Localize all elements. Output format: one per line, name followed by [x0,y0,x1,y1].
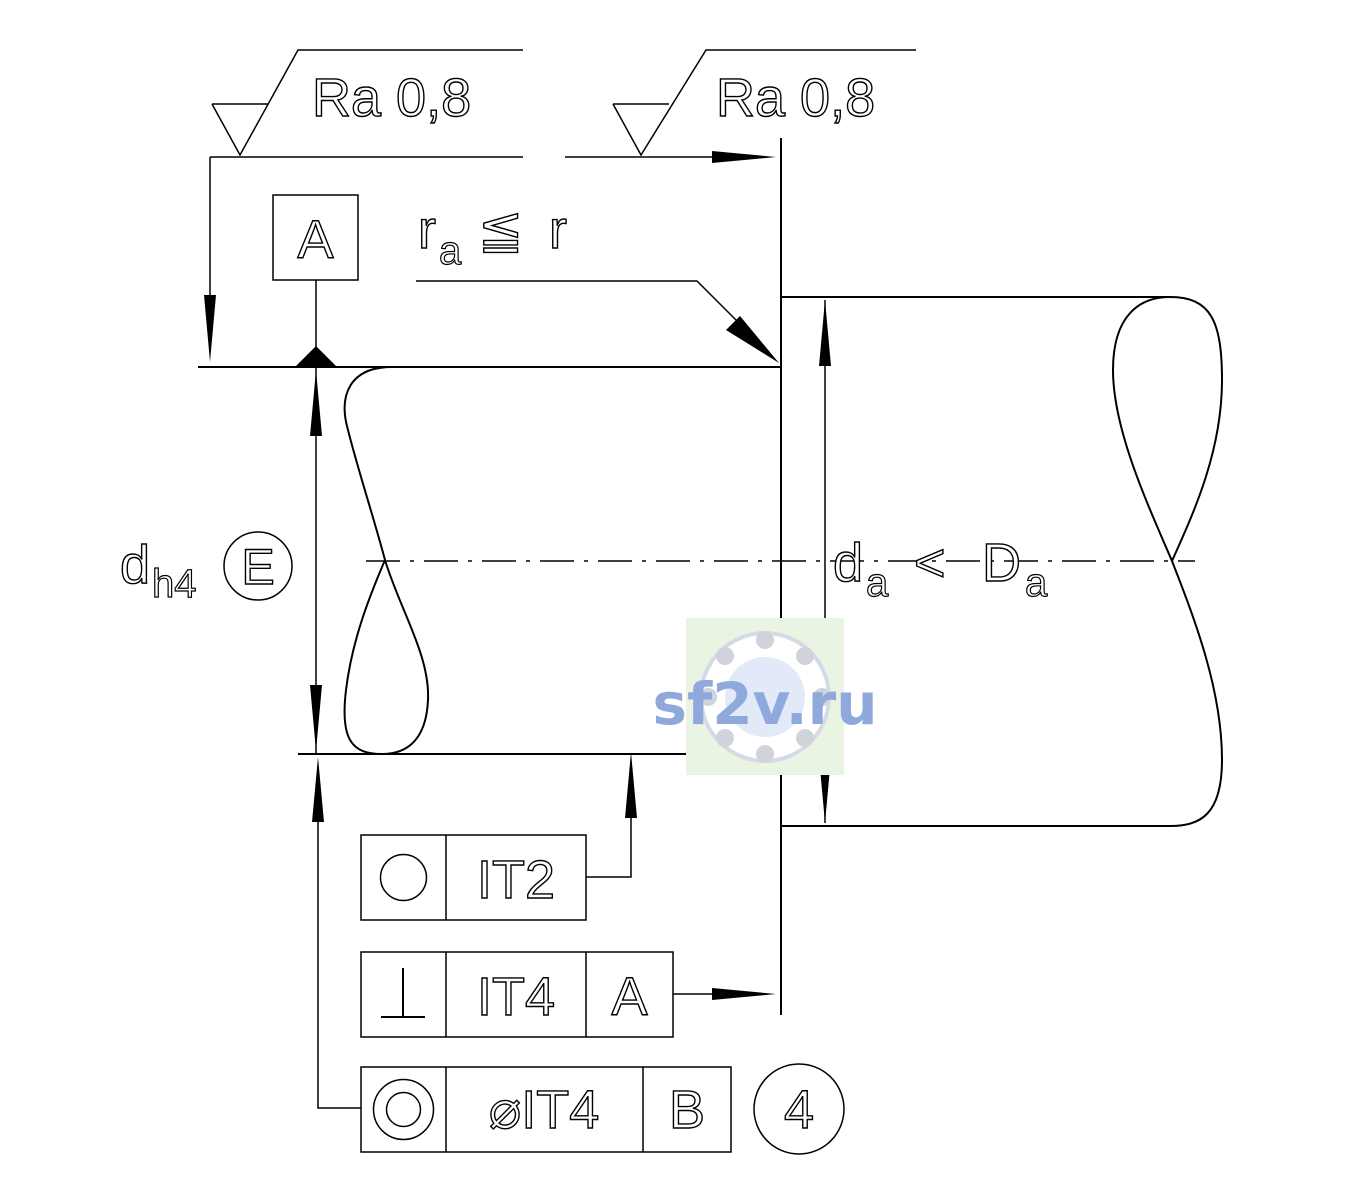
datum-a-label: A [297,210,333,270]
arrow-up-icon [819,300,831,366]
abutment-dim-rhs: D [982,533,1021,593]
coaxiality-value: ⌀IT4 [489,1080,600,1140]
balloon-number: 4 [784,1080,814,1140]
perpendicularity-value: IT4 [477,967,555,1027]
radius-note-main: r [418,200,436,260]
envelope-circle-icon [223,531,293,601]
shaft-shoulder [781,296,1224,827]
arrow-down-icon [310,685,322,751]
shaft-dim-main: d [120,535,150,595]
datum-a-box: A [272,194,359,366]
abutment-dim-rhs-sub: a [1025,561,1048,605]
radius-note: r a ≦ r [416,199,779,363]
watermark: sf2v.ru [652,618,878,775]
abutment-dim-sub: a [866,561,889,605]
coaxiality-datum: B [669,1080,705,1140]
arrow-up-icon [625,752,637,818]
arrow-right-icon [712,151,776,163]
abutment-dim-relation: < [914,533,946,593]
watermark-text: sf2v.ru [652,670,877,738]
arrow-up-icon [310,370,322,436]
shaft-dim-sub: h4 [152,562,197,606]
roughness-symbol-right: Ra 0,8 [612,49,916,157]
radius-note-rhs: r [549,200,567,260]
tolerance-frame-circularity: IT2 [360,752,637,921]
radius-note-sub: a [439,229,462,273]
roughness-left-label: Ra 0,8 [312,68,471,128]
arrow-right-icon [712,988,776,1000]
datum-triangle-icon [296,346,336,366]
item-balloon: 4 [753,1063,845,1155]
coaxiality-icon [372,1078,435,1141]
perpendicularity-datum: A [611,967,647,1027]
arrow-down-icon [204,295,216,362]
circularity-value: IT2 [477,850,555,910]
perpendicularity-icon [381,968,425,1018]
circularity-icon [379,853,428,902]
shaft-diameter-dim: d h4 E [119,367,322,754]
abutment-diameter-dim: d a < D a [819,300,1049,823]
shaft-dim-modifier: E [241,539,274,595]
roughness-symbol-left: Ra 0,8 [211,49,523,157]
radius-note-relation: ≦ [478,200,523,260]
tolerance-frame-perpendicularity: IT4 A [360,951,776,1038]
abutment-dim-main: d [833,533,863,593]
arrow-up-icon [312,757,324,822]
tolerance-frame-coaxiality: ⌀IT4 B [312,757,732,1153]
roughness-leader [204,151,776,362]
radius-arrow-icon [726,316,779,363]
roughness-right-label: Ra 0,8 [716,68,875,128]
